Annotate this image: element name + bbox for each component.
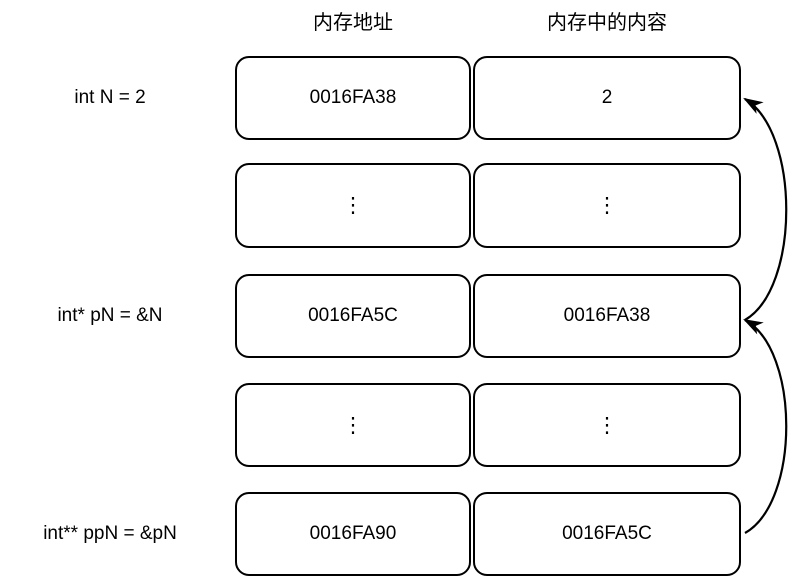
- column-header-memory-address: 内存地址: [313, 12, 393, 34]
- cell-address-row-1: 0016FA38: [235, 56, 471, 140]
- ellipsis-icon: ⋮: [596, 413, 618, 437]
- row-label-gap-2: [0, 410, 220, 440]
- ellipsis-icon: ⋮: [342, 413, 364, 437]
- arrow-pn-to-n: [743, 97, 788, 321]
- cell-address-row-3: 0016FA5C: [235, 274, 471, 358]
- cell-address-row-2: ⋮: [235, 163, 471, 248]
- column-header-memory-content: 内存中的内容: [547, 12, 667, 34]
- cell-content-row-1: 2: [473, 56, 741, 140]
- cell-address-row-4: ⋮: [235, 383, 471, 467]
- cell-content-row-3: 0016FA38: [473, 274, 741, 358]
- ellipsis-icon: ⋮: [342, 194, 364, 217]
- row-label-gap-1: [0, 190, 220, 220]
- cell-content-row-2: ⋮: [473, 163, 741, 248]
- arrow-ppn-to-pn: [743, 318, 788, 534]
- row-label-int-ptr-pn: int* pN = &N: [57, 305, 163, 326]
- row-label-int-ptrptr-ppn: int** ppN = &pN: [43, 523, 177, 544]
- cell-content-row-4: ⋮: [473, 383, 741, 467]
- cell-content-row-5: 0016FA5C: [473, 492, 741, 576]
- cell-address-row-5: 0016FA90: [235, 492, 471, 576]
- ellipsis-icon: ⋮: [596, 194, 618, 217]
- row-label-int-n: int N = 2: [74, 87, 146, 108]
